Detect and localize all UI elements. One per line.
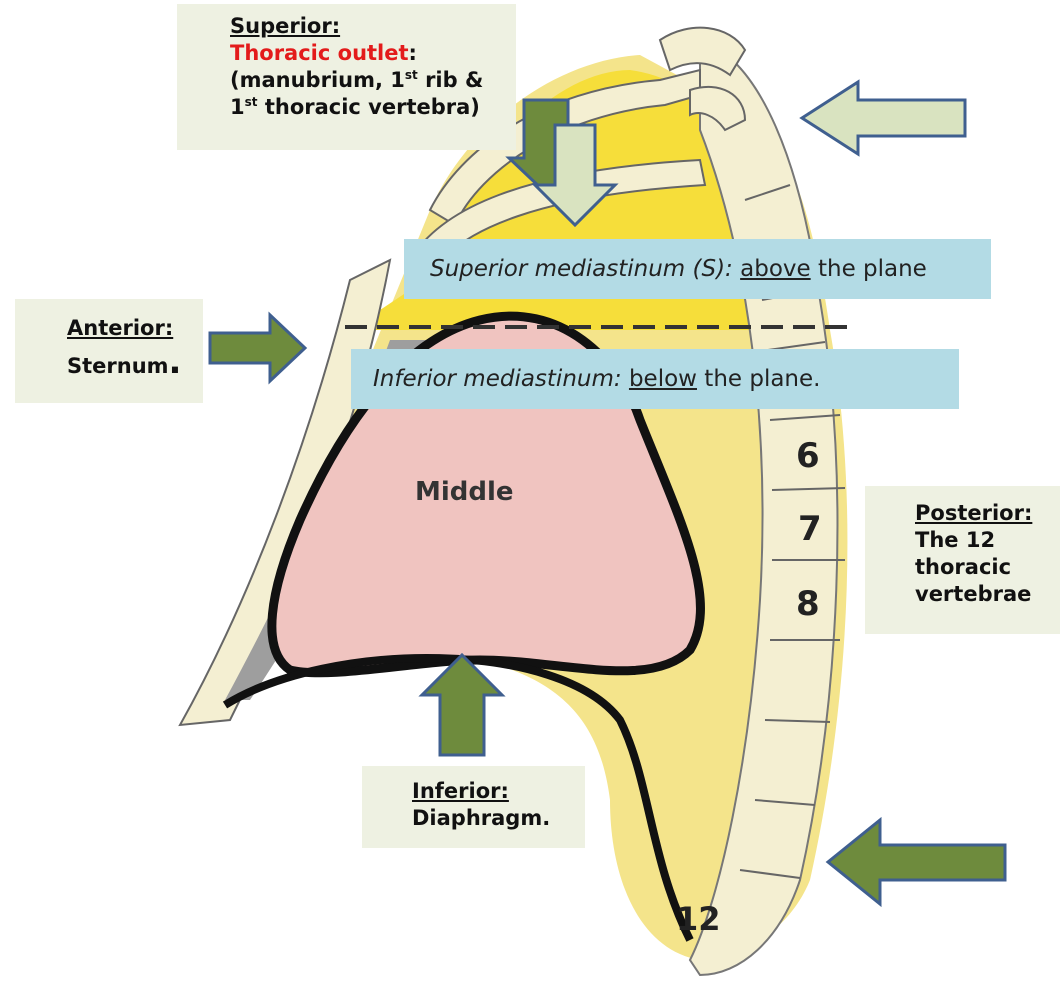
superior-line2a: (manubrium, 1 (230, 68, 405, 92)
vertebra-number-12: 12 (676, 900, 721, 938)
superior-line2b: rib & (418, 68, 484, 92)
superior-line3: 1st thoracic vertebra) (230, 95, 480, 119)
anterior-title: Anterior: (67, 311, 203, 345)
superior-title: Superior: (230, 13, 516, 40)
superior-mediastinum-relation: above (740, 256, 811, 282)
inferior-mediastinum-term: Inferior mediastinum: (373, 366, 622, 392)
top-right-arrow (802, 82, 965, 154)
anterior-label-box: Anterior: Sternum. (15, 299, 203, 403)
superior-mediastinum-term: Superior mediastinum (S): (430, 256, 733, 282)
inferior-label-box: Inferior: Diaphragm. (362, 766, 585, 848)
inferior-mediastinum-relation: below (629, 366, 697, 392)
superior-label-box: Superior: Thoracic outlet: (manubrium, 1… (177, 4, 516, 150)
posterior-text: The 12 thoracic vertebrae (915, 528, 1031, 606)
middle-label: Middle (415, 477, 514, 507)
thoracic-outlet-line: Thoracic outlet: (230, 41, 417, 65)
vertebra-number-7: 7 (798, 509, 822, 549)
outlet-colon: : (409, 41, 417, 65)
bottom-right-arrow (828, 820, 1005, 904)
superior-line3a: 1 (230, 95, 245, 119)
posterior-title: Posterior: (915, 500, 1040, 527)
inferior-title: Inferior: (412, 778, 585, 805)
inferior-mediastinum-rest: the plane. (697, 366, 821, 392)
superior-line3b: thoracic vertebra) (258, 95, 480, 119)
inferior-arrow (422, 655, 502, 755)
superior-mediastinum-rest: the plane (811, 256, 927, 282)
superior-sup2: st (245, 95, 258, 109)
vertebra-number-6: 6 (796, 436, 820, 476)
inferior-mediastinum-box: Inferior mediastinum: below the plane. (351, 349, 959, 409)
anterior-arrow (210, 315, 305, 381)
inferior-text: Diaphragm. (412, 806, 550, 830)
thoracic-outlet-label: Thoracic outlet (230, 41, 409, 65)
superior-line2: (manubrium, 1st rib & (230, 68, 483, 92)
anterior-dot: . (169, 342, 182, 382)
posterior-label-box: Posterior: The 12 thoracic vertebrae (865, 486, 1060, 634)
superior-mediastinum-box: Superior mediastinum (S): above the plan… (404, 239, 991, 299)
vertebra-number-8: 8 (796, 584, 820, 624)
superior-sup1: st (405, 68, 418, 82)
anterior-text: Sternum (67, 354, 169, 378)
